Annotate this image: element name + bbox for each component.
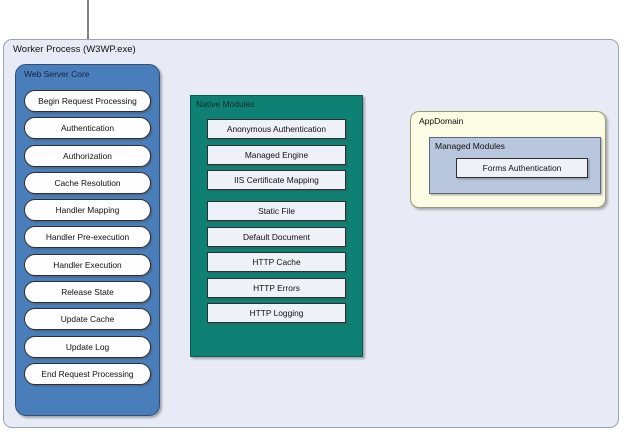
native-module-item[interactable]: IIS Certificate Mapping (207, 170, 346, 190)
appdomain-label: AppDomain (419, 116, 464, 126)
worker-process-label: Worker Process (W3WP.exe) (13, 44, 136, 55)
appdomain-container: AppDomain Managed Modules Forms Authenti… (410, 111, 606, 208)
pipeline-step[interactable]: End Request Processing (24, 362, 151, 385)
native-module-item[interactable]: Managed Engine (207, 144, 346, 165)
pipeline-step[interactable]: Begin Request Processing (24, 90, 151, 112)
pipeline-step[interactable]: Handler Pre-execution (24, 226, 151, 249)
pipeline-step[interactable]: Authorization (24, 144, 151, 167)
native-module-item[interactable]: HTTP Errors (207, 277, 346, 298)
web-server-core-container: Web Server Core Begin Request Processing… (15, 64, 160, 416)
managed-module-item[interactable]: Forms Authentication (456, 158, 588, 178)
native-modules-label: Native Modules (196, 99, 255, 109)
managed-modules-container: Managed Modules Forms Authentication (429, 137, 601, 194)
native-module-item[interactable]: HTTP Logging (207, 303, 346, 323)
pipeline-step[interactable]: Update Cache (24, 308, 151, 331)
native-module-item[interactable]: HTTP Cache (207, 252, 346, 272)
managed-modules-label: Managed Modules (435, 141, 505, 151)
pipeline-step[interactable]: Handler Execution (24, 253, 151, 276)
native-module-item[interactable]: Anonymous Authentication (207, 119, 346, 139)
pipeline-step[interactable]: Authentication (24, 117, 151, 140)
pipeline-step[interactable]: Handler Mapping (24, 199, 151, 222)
native-module-item[interactable]: Static File (207, 201, 346, 221)
native-module-item[interactable]: Default Document (207, 226, 346, 247)
pipeline-step[interactable]: Cache Resolution (24, 171, 151, 194)
pipeline-step[interactable]: Release State (24, 281, 151, 304)
pipeline-step[interactable]: Update Log (24, 335, 151, 358)
web-server-core-label: Web Server Core (24, 69, 90, 79)
